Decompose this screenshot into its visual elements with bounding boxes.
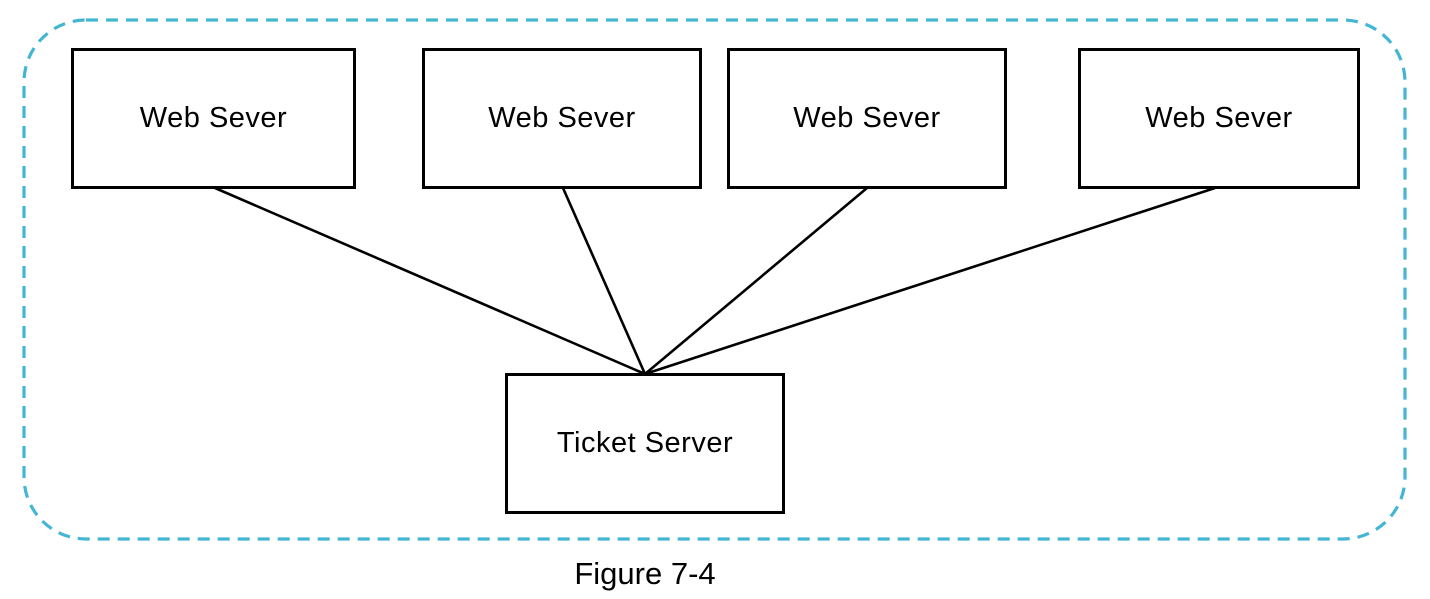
node-web-server-4: Web Sever: [1078, 48, 1360, 189]
figure-caption: Figure 7-4: [574, 556, 716, 591]
node-web-server-1: Web Sever: [71, 48, 356, 189]
node-web-server-2: Web Sever: [422, 48, 702, 189]
connector-web2-ticket: [561, 187, 647, 375]
connector-web3-ticket: [644, 187, 868, 375]
node-ticket-server-label: Ticket Server: [556, 427, 734, 459]
node-ticket-server: Ticket Server: [505, 373, 785, 514]
node-web-server-2-label: Web Sever: [488, 102, 636, 134]
connector-web1-ticket: [214, 186, 646, 376]
dashed-boundary: [22, 18, 1407, 541]
node-web-server-3: Web Sever: [727, 48, 1007, 189]
node-web-server-3-label: Web Sever: [793, 102, 941, 134]
node-web-server-1-label: Web Sever: [139, 102, 288, 134]
connector-web4-ticket: [644, 186, 1216, 376]
node-web-server-4-label: Web Sever: [1145, 102, 1293, 134]
